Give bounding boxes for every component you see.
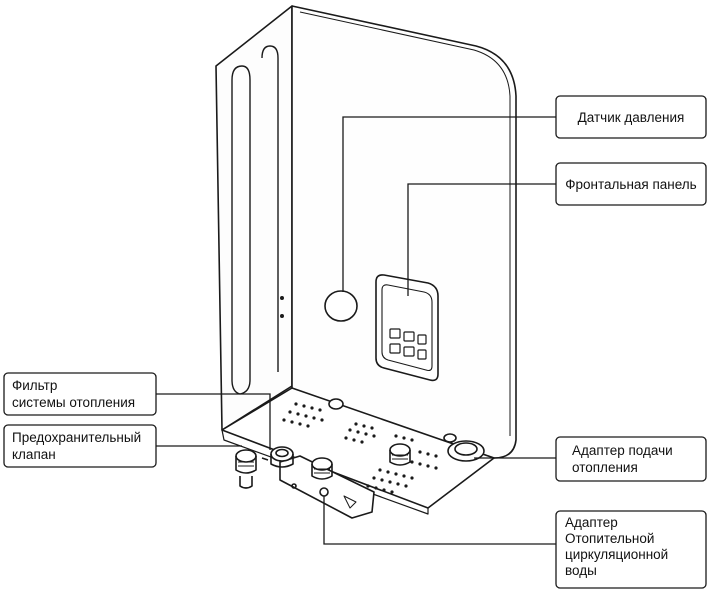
boiler-side-panel: [215, 5, 293, 431]
callout-supply-adapter-line-1: Адаптер подачи: [572, 443, 673, 458]
callout-heating-filter-line-1: Фильтр: [12, 378, 57, 393]
pressure-sensor-window: [324, 290, 358, 322]
callout-safety-valve-line-2: клапан: [12, 447, 56, 462]
boiler-front-panel: [291, 5, 517, 459]
leader-pressure-sensor: [342, 116, 556, 292]
callout-heating-filter: Фильтр системы отопления: [3, 372, 157, 416]
callout-safety-valve: Предохранительный клапан: [3, 424, 157, 468]
callout-circulation-adapter-line-1: Адаптер: [565, 515, 618, 530]
control-buttons: [389, 328, 427, 360]
callout-supply-adapter-line-2: отопления: [572, 460, 638, 475]
boiler-illustration: [215, 5, 517, 519]
callout-supply-adapter: Адаптер подачи отопления: [555, 436, 707, 482]
mounting-bracket: [279, 455, 375, 519]
callout-pressure-sensor: Датчик давления: [555, 95, 707, 139]
side-handle-recess: [231, 65, 251, 395]
callout-pressure-sensor-label: Датчик давления: [578, 110, 685, 125]
center-pipe-adapter: [389, 443, 411, 466]
callout-front-panel-label: Фронтальная панель: [565, 177, 696, 192]
callout-circulation-adapter: Адаптер Отопительной циркуляционной воды: [555, 510, 707, 589]
callout-circulation-adapter-line-3: циркуляционной: [565, 547, 668, 562]
leader-lines: [156, 116, 556, 545]
vent-holes: [282, 402, 438, 494]
leader-circulation-adapter: [323, 496, 556, 545]
callout-heating-filter-line-2: системы отопления: [12, 395, 135, 410]
circulation-pipe-fitting: [311, 457, 333, 480]
filter-fitting: [261, 446, 294, 468]
callout-safety-valve-line-1: Предохранительный: [12, 430, 141, 445]
control-panel-frame: [375, 274, 439, 382]
callout-front-panel: Фронтальная панель: [555, 162, 707, 206]
callout-circulation-adapter-line-4: воды: [565, 563, 597, 578]
callout-circulation-adapter-line-2: Отопительной: [565, 531, 654, 546]
safety-valve-fitting: [235, 449, 257, 489]
leader-heating-filter: [156, 393, 271, 450]
leader-front-panel: [407, 183, 556, 296]
